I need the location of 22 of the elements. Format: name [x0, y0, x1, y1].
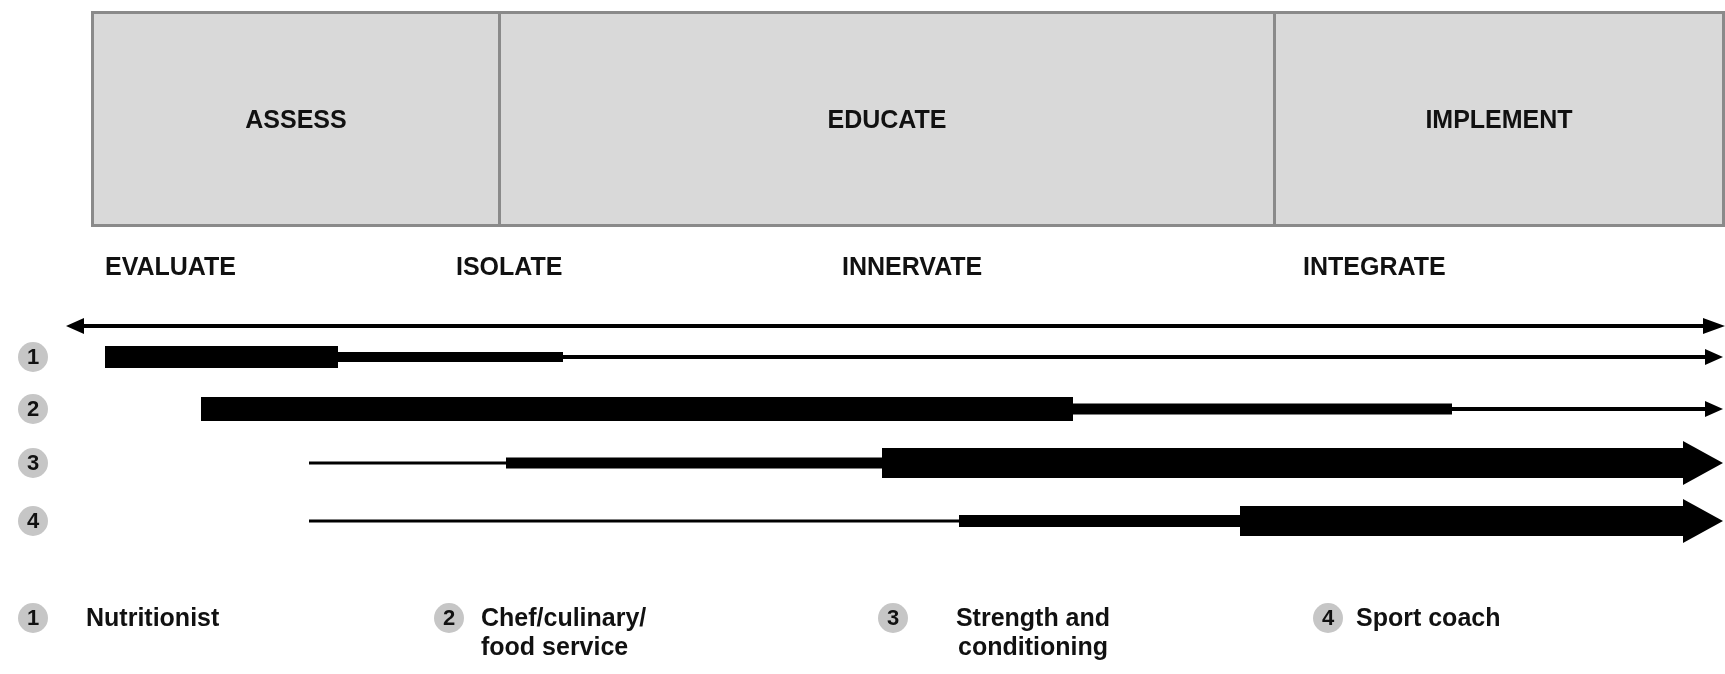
- role-label: Nutritionist: [86, 603, 220, 632]
- role-label: Chef/culinary/ food service: [481, 603, 648, 661]
- phase-title: IMPLEMENT: [1425, 104, 1573, 134]
- stage-label: EVALUATE: [105, 252, 237, 281]
- callout-number: 2: [434, 603, 464, 633]
- stage-label: INNERVATE: [842, 252, 983, 281]
- row-number: 2: [18, 394, 48, 424]
- callout-number: 3: [878, 603, 908, 633]
- row-number: 3: [18, 448, 48, 478]
- role-label: Strength and conditioning: [954, 603, 1112, 661]
- phase-box: [1273, 11, 1725, 227]
- phase-title: EDUCATE: [827, 104, 947, 134]
- phase-box: [498, 11, 1276, 227]
- callout-number: 1: [18, 603, 48, 633]
- role-label: Sport coach: [1356, 603, 1501, 632]
- row-number: 1: [18, 342, 48, 372]
- callout-number: 4: [1313, 603, 1343, 633]
- phase-box: [91, 11, 501, 227]
- stage-label: ISOLATE: [456, 252, 563, 281]
- stage-label: INTEGRATE: [1303, 252, 1446, 281]
- phase-title: ASSESS: [245, 104, 347, 134]
- row-number: 4: [18, 506, 48, 536]
